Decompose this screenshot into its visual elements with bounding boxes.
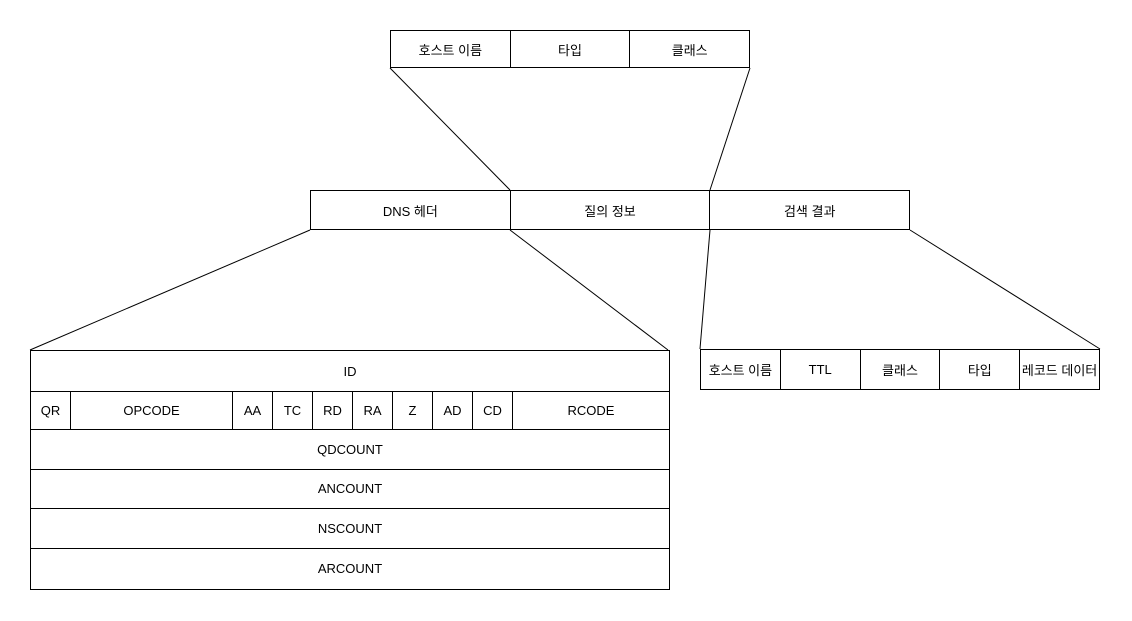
header-ancount-row: ANCOUNT <box>31 470 669 510</box>
message-cell-answer: 검색 결과 <box>783 203 836 219</box>
flag-cell-aa: AA <box>233 392 273 430</box>
header-arcount-label: ARCOUNT <box>317 561 383 577</box>
message-cell-dns-header: DNS 헤더 <box>311 191 511 229</box>
connector-header-right <box>509 229 669 351</box>
record-cell-class: 클래스 <box>861 350 941 389</box>
question-cell-type: 타입 <box>511 31 631 67</box>
flag-cell-opcode: OPCODE <box>71 392 233 430</box>
flag-cell-tc: TC <box>273 392 313 430</box>
header-arcount-row: ARCOUNT <box>31 549 669 589</box>
record-cell-hostname: 호스트 이름 <box>701 350 781 389</box>
connector-header-left <box>29 229 311 351</box>
connector-question-right <box>709 67 751 191</box>
record-cell-rdata: 레코드 데이터 <box>1021 363 1098 378</box>
header-nscount-row: NSCOUNT <box>31 509 669 549</box>
connector-answer-left <box>699 229 711 350</box>
record-cell-ttl: TTL <box>781 350 861 389</box>
resource-record-box: 호스트 이름 TTL 클래스 타입 레코드 데이터 <box>700 349 1100 390</box>
connector-question-left <box>389 67 511 191</box>
flag-cell-qr: QR <box>31 392 71 430</box>
header-id-row: ID <box>31 351 669 393</box>
question-cell-hostname: 호스트 이름 <box>391 31 511 67</box>
question-cell-class: 클래스 <box>671 42 708 58</box>
message-sections-box: DNS 헤더 질의 정보 검색 결과 <box>310 190 910 230</box>
connector-answer-right <box>909 229 1101 350</box>
flag-cell-rcode: RCODE <box>567 403 615 419</box>
question-section-box: 호스트 이름 타입 클래스 <box>390 30 750 68</box>
flag-cell-ra: RA <box>353 392 393 430</box>
dns-header-table: ID QR OPCODE AA TC RD RA Z AD CD RCODE Q… <box>30 350 670 590</box>
flag-cell-z: Z <box>393 392 433 430</box>
header-id-label: ID <box>343 363 357 379</box>
header-qdcount-row: QDCOUNT <box>31 430 669 470</box>
header-nscount-label: NSCOUNT <box>317 520 383 536</box>
header-qdcount-label: QDCOUNT <box>317 441 383 457</box>
message-cell-question: 질의 정보 <box>511 191 711 229</box>
record-cell-type: 타입 <box>940 350 1021 389</box>
header-ancount-label: ANCOUNT <box>317 481 383 497</box>
header-flags-row: QR OPCODE AA TC RD RA Z AD CD RCODE <box>31 392 669 431</box>
flag-cell-cd: CD <box>473 392 513 430</box>
flag-cell-ad: AD <box>433 392 473 430</box>
flag-cell-rd: RD <box>313 392 353 430</box>
